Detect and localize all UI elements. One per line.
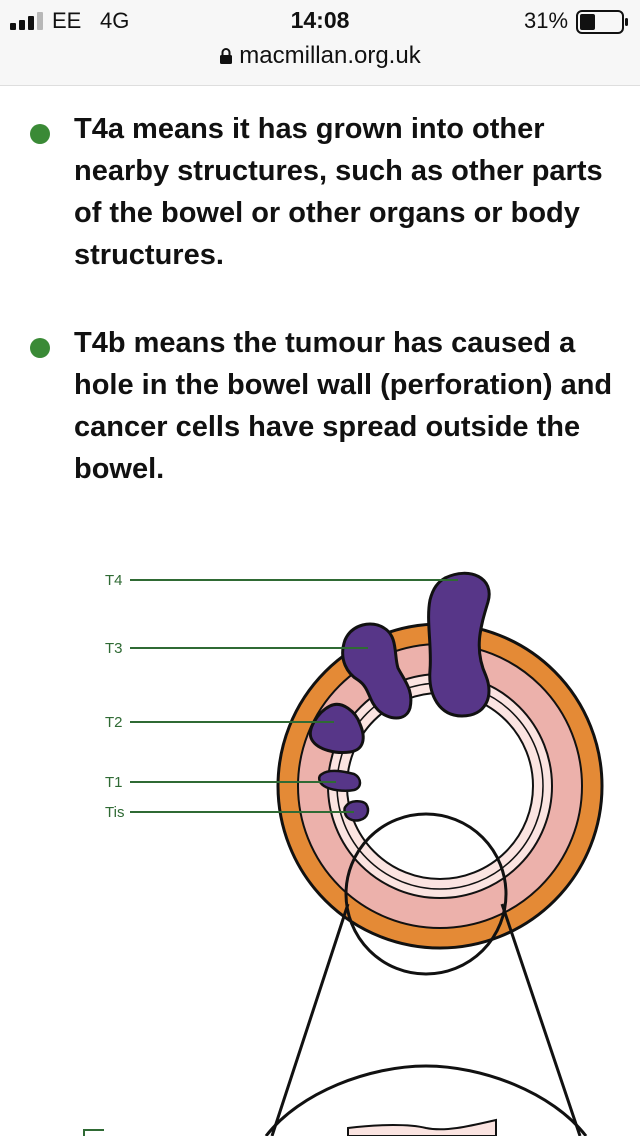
zoom-circle (344, 812, 508, 976)
address-bar[interactable]: macmillan.org.uk (0, 42, 640, 70)
zoom-line-right (500, 903, 582, 1136)
url-text: macmillan.org.uk (239, 42, 421, 69)
zoom-line-left (270, 903, 350, 1136)
bullet-text: means the tumour has caused a hole in th… (74, 327, 613, 485)
status-time: 14:08 (290, 7, 350, 33)
carrier-name: EE (52, 8, 82, 33)
label-tis: Tis (105, 804, 124, 821)
cropped-label-marker (83, 1129, 104, 1136)
battery-percent: 31% (524, 8, 569, 33)
bullet-term: T4b (74, 327, 126, 359)
tumour-t2 (309, 703, 365, 754)
lumen (346, 692, 534, 880)
bullet-t4a: T4a means it has grown into other nearby… (0, 108, 640, 276)
label-t4: T4 (105, 572, 123, 589)
bowel-wall-diagram: T4 T3 T2 T1 Tis (83, 571, 604, 1136)
bullet-t4b: T4b means the tumour has caused a hole i… (0, 322, 640, 490)
network-type: 4G (100, 8, 130, 33)
zoom-detail-tissue (347, 1118, 497, 1136)
label-t1: T1 (105, 774, 123, 791)
tumour-t4 (427, 571, 491, 718)
status-bar: EE 4G 14:08 31% macmillan.org.uk (0, 0, 640, 86)
label-t2: T2 (105, 714, 123, 731)
bullet-text: means it has grown into other nearby str… (74, 113, 603, 271)
bullet-dot (30, 124, 50, 144)
bullet-term: T4a (74, 113, 124, 145)
label-t3: T3 (105, 640, 123, 657)
content-bullets: T4a means it has grown into other nearby… (0, 108, 640, 490)
bullet-dot (30, 338, 50, 358)
zoom-detail-arc (264, 1064, 588, 1136)
signal-strength-icon (10, 12, 43, 30)
battery-icon (576, 10, 628, 34)
lock-icon (220, 48, 233, 64)
tumour-t1 (318, 769, 362, 793)
tumour-tis (343, 800, 370, 822)
